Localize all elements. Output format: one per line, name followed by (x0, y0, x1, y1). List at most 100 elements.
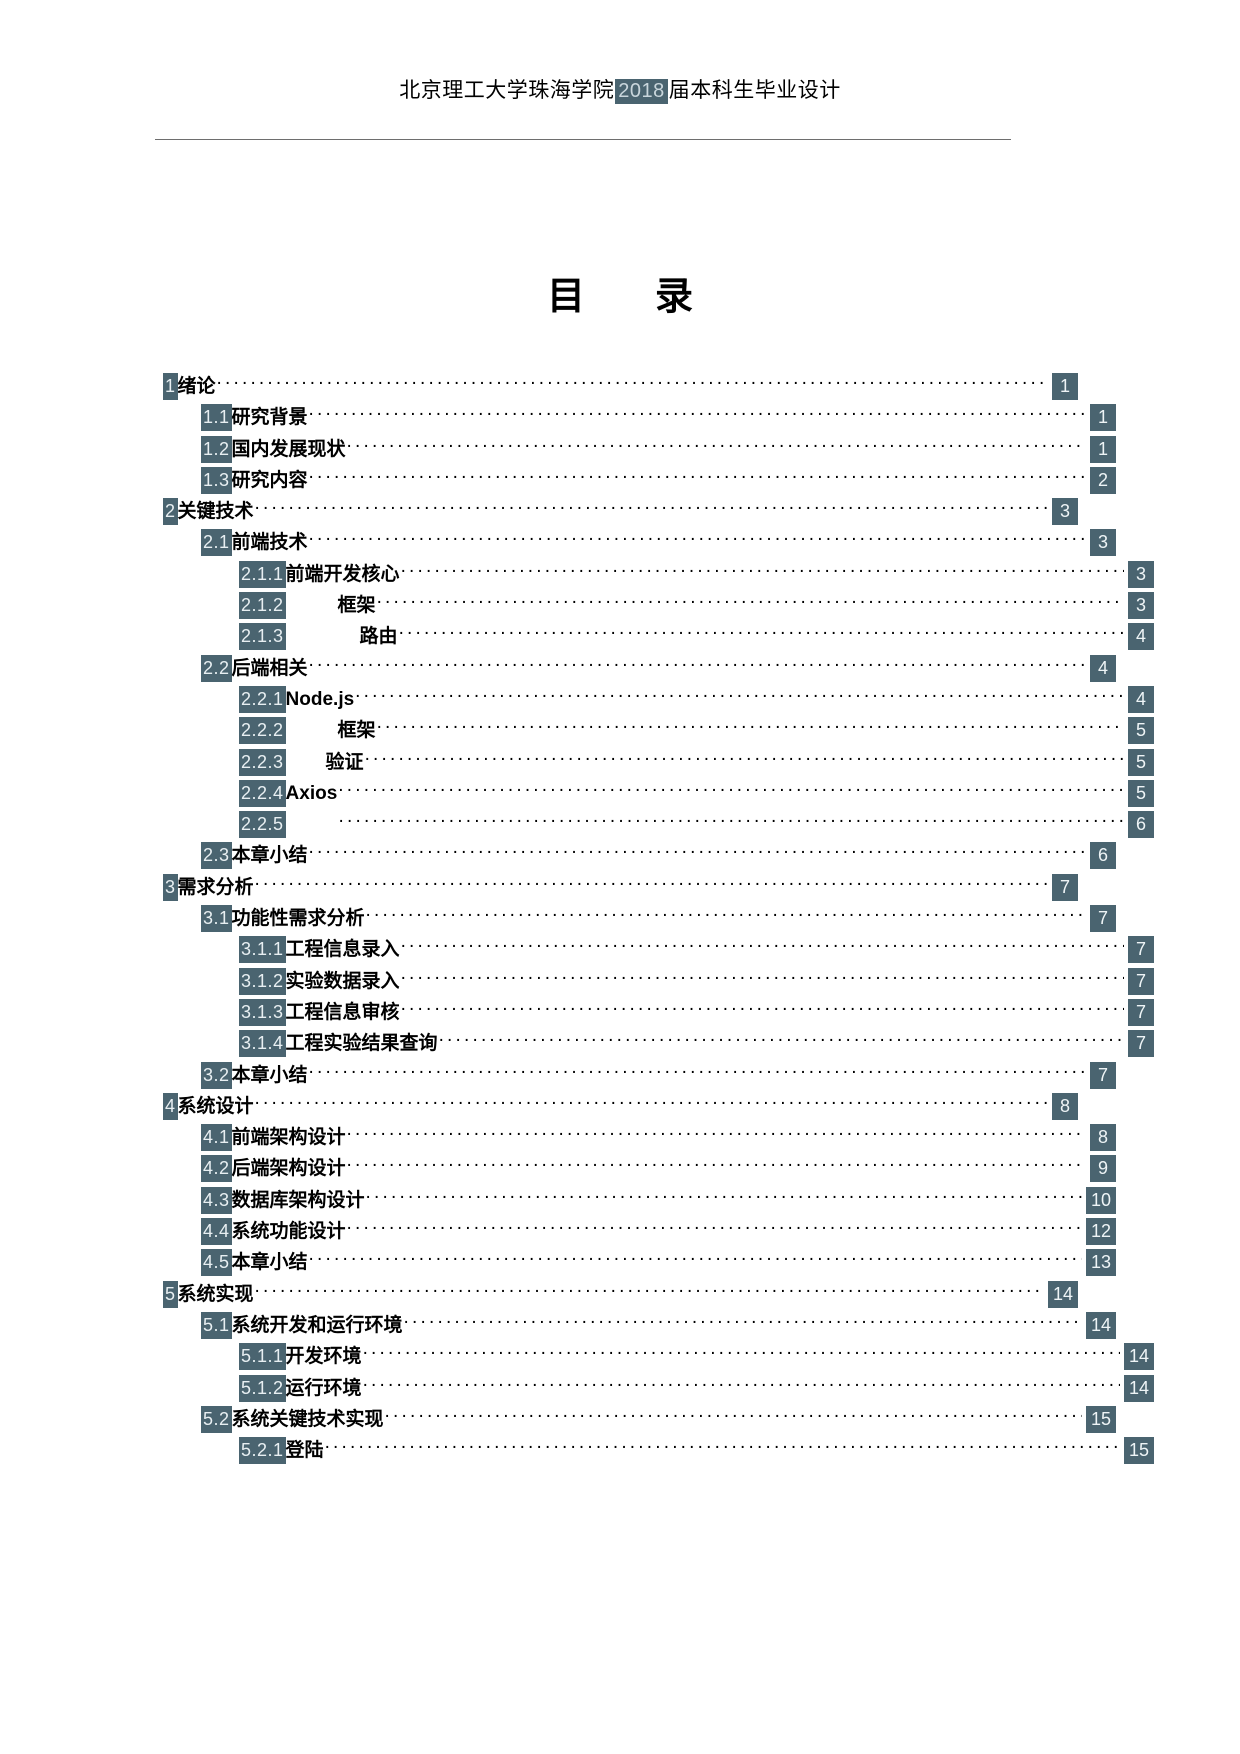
toc-entry-label: 后端架构设计 (231, 1158, 346, 1180)
toc-entry[interactable]: 2.1.1前端开发核心3 (163, 560, 1154, 591)
toc-entry[interactable]: 1.1研究背景1 (163, 403, 1116, 434)
toc-entry[interactable]: 3需求分析7 (163, 873, 1078, 904)
toc-dot-leader (401, 560, 1124, 580)
toc-entry[interactable]: 5系统实现14 (163, 1280, 1078, 1311)
toc-entry[interactable]: 2.2.4Axios5 (163, 779, 1154, 810)
toc-dot-leader (255, 1280, 1044, 1300)
toc-entry-label: 前端技术 (231, 532, 308, 554)
toc-entry-label: 需求分析 (177, 876, 254, 898)
toc-entry-number: 4.1 (201, 1124, 232, 1152)
toc-dot-leader (309, 1248, 1082, 1268)
toc-entry-label: 实验数据录入 (285, 970, 400, 992)
toc-entry-number: 2.1.3 (239, 623, 286, 651)
toc-dot-leader (401, 998, 1124, 1018)
toc-entry[interactable]: 2.1前端技术3 (163, 528, 1116, 559)
toc-entry-label: 后端相关 (231, 657, 308, 679)
toc-entry[interactable]: 3.1.2实验数据录入7 (163, 967, 1154, 998)
toc-entry-page-number: 3 (1128, 592, 1154, 620)
toc-entry[interactable]: 2.1.2 框架 3 (163, 591, 1154, 622)
toc-entry[interactable]: 5.1.2运行环境14 (163, 1374, 1154, 1405)
toc-entry[interactable]: 2.3本章小结6 (163, 841, 1116, 872)
toc-entry-label: Axios (285, 782, 338, 804)
toc-entry-label: 工程实验结果查询 (285, 1033, 438, 1055)
toc-entry-number: 2.3 (201, 842, 232, 870)
toc-dot-leader (339, 810, 1124, 830)
toc-dot-leader (325, 1436, 1120, 1456)
toc-entry-page-number: 12 (1085, 1218, 1116, 1246)
toc-entry[interactable]: 2.2.3验证5 (163, 748, 1154, 779)
toc-entry-page-number: 8 (1052, 1092, 1078, 1120)
toc-entry[interactable]: 5.2系统关键技术实现15 (163, 1405, 1116, 1436)
toc-entry[interactable]: 3.1.4工程实验结果查询7 (163, 1029, 1154, 1060)
toc-entry[interactable]: 1绪论1 (163, 372, 1078, 403)
toc-entry[interactable]: 1.2国内发展现状1 (163, 435, 1116, 466)
toc-entry-number: 4.5 (201, 1249, 232, 1277)
toc-entry-number: 2.2.5 (239, 811, 286, 839)
toc-entry[interactable]: 2.2.2框架5 (163, 716, 1154, 747)
toc-entry-label: 数据库架构设计 (231, 1189, 365, 1211)
toc-entry-number: 2.1.2 (239, 592, 286, 620)
toc-entry-number: 4 (163, 1092, 178, 1120)
toc-entry[interactable]: 4.4系统功能设计12 (163, 1217, 1116, 1248)
toc-entry-label: 路由 (359, 626, 398, 648)
toc-entry-label: 系统实现 (177, 1283, 254, 1305)
toc-entry[interactable]: 5.2.1登陆15 (163, 1436, 1154, 1467)
toc-entry[interactable]: 2.1.3 路由 4 (163, 622, 1154, 653)
toc-dot-leader (377, 716, 1124, 736)
toc-dot-leader (309, 403, 1086, 423)
toc-entry-label: 框架 (337, 595, 376, 617)
toc-entry[interactable]: 2.2.56 (163, 810, 1154, 841)
toc-entry-page-number: 5 (1128, 748, 1154, 776)
toc-entry-label: 运行环境 (285, 1377, 362, 1399)
header-divider-rule (155, 139, 1011, 140)
toc-entry-label: 前端架构设计 (231, 1127, 346, 1149)
toc-dot-leader (377, 591, 1124, 611)
toc-entry[interactable]: 3.1功能性需求分析7 (163, 904, 1116, 935)
table-of-contents: 1绪论11.1研究背景11.2国内发展现状11.3研究内容22关键技术32.1前… (163, 372, 1154, 1467)
toc-entry-label: 本章小结 (231, 845, 308, 867)
toc-entry-label: 本章小结 (231, 1252, 308, 1274)
toc-entry-page-number: 14 (1085, 1311, 1116, 1339)
toc-entry-number: 3.2 (201, 1061, 232, 1089)
toc-entry-label: 关键技术 (177, 501, 254, 523)
toc-entry-page-number: 8 (1090, 1124, 1116, 1152)
toc-dot-leader (309, 654, 1086, 674)
toc-entry[interactable]: 5.1.1开发环境14 (163, 1342, 1154, 1373)
page-title: 目 录 (546, 276, 709, 318)
toc-entry-label: 前端开发核心 (285, 563, 400, 585)
toc-entry-page-number: 15 (1085, 1405, 1116, 1433)
toc-entry-page-number: 7 (1128, 967, 1154, 995)
toc-entry-page-number: 13 (1085, 1249, 1116, 1277)
toc-entry[interactable]: 2.2后端相关4 (163, 654, 1116, 685)
toc-entry-page-number: 14 (1123, 1374, 1154, 1402)
toc-entry[interactable]: 4系统设计8 (163, 1092, 1078, 1123)
toc-entry[interactable]: 5.1系统开发和运行环境14 (163, 1311, 1116, 1342)
toc-entry[interactable]: 3.1.1工程信息录入7 (163, 935, 1154, 966)
toc-entry-number: 3.1.3 (239, 998, 286, 1026)
toc-entry[interactable]: 3.2本章小结7 (163, 1061, 1116, 1092)
toc-entry[interactable]: 3.1.3工程信息审核7 (163, 998, 1154, 1029)
toc-dot-leader (385, 1405, 1082, 1425)
toc-entry[interactable]: 4.2后端架构设计9 (163, 1154, 1116, 1185)
toc-entry-page-number: 3 (1052, 498, 1078, 526)
toc-entry-page-number: 7 (1128, 1030, 1154, 1058)
toc-dot-leader (255, 1092, 1048, 1112)
toc-dot-leader (366, 1186, 1082, 1206)
toc-entry-page-number: 7 (1090, 1061, 1116, 1089)
toc-entry[interactable]: 1.3研究内容2 (163, 466, 1116, 497)
toc-entry-page-number: 3 (1128, 560, 1154, 588)
toc-entry-page-number: 5 (1128, 779, 1154, 807)
toc-entry-label: 验证 (325, 751, 364, 773)
toc-entry[interactable]: 2关键技术3 (163, 497, 1078, 528)
toc-entry-number: 2.2 (201, 654, 232, 682)
toc-entry-page-number: 2 (1090, 466, 1116, 494)
toc-entry-page-number: 4 (1128, 623, 1154, 651)
toc-entry-label: Node.js (285, 688, 355, 710)
toc-entry-page-number: 9 (1090, 1155, 1116, 1183)
toc-dot-leader (309, 841, 1086, 861)
toc-entry[interactable]: 4.3数据库架构设计10 (163, 1186, 1116, 1217)
